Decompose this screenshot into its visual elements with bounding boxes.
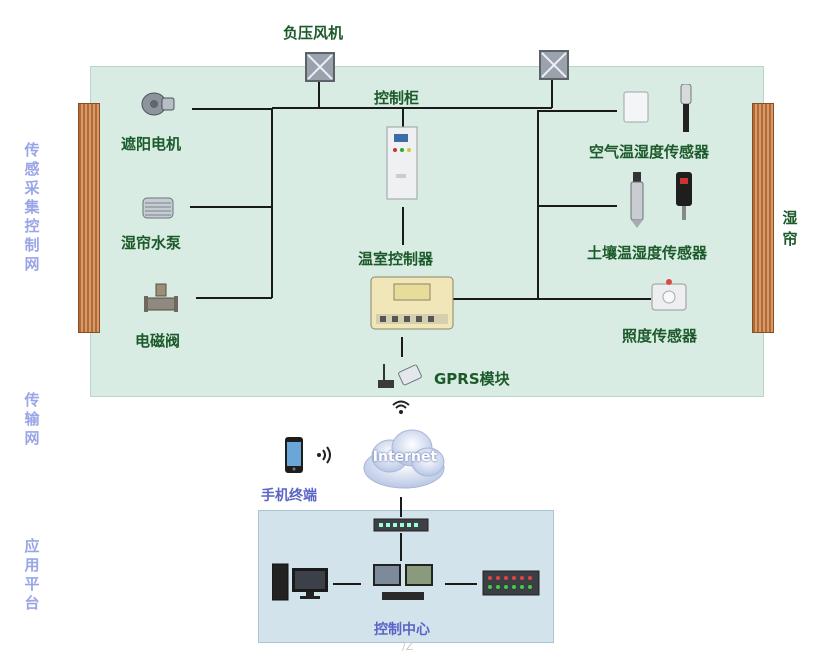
connector-fan-right xyxy=(551,80,553,108)
connector-cabinet-top xyxy=(402,107,404,127)
cabinet-label: 控制柜 xyxy=(374,89,420,107)
connector-light-sensor xyxy=(453,298,651,300)
greenhouse-controller-icon xyxy=(370,276,454,330)
watermark-text: /Z xyxy=(402,640,414,653)
connector-cabinet-controller xyxy=(402,207,404,245)
light-sensor-icon xyxy=(651,279,687,311)
solenoid-valve-icon xyxy=(144,283,178,312)
connector-internet-switch xyxy=(400,497,402,517)
connector-left-bus xyxy=(271,108,273,298)
control-center-label: 控制中心 xyxy=(374,622,430,638)
wet-curtain-right xyxy=(752,103,774,333)
connector-air-sensor xyxy=(537,110,617,112)
mobile-signal-icon xyxy=(317,446,331,464)
sunshade-motor-label: 遮阳电机 xyxy=(121,135,182,153)
wireless-signal-icon xyxy=(392,400,410,414)
connector-pump xyxy=(190,206,272,208)
connector-top-bus xyxy=(272,107,552,109)
layer-label-application: 应用平台 xyxy=(24,537,40,612)
internet-label: Internet xyxy=(372,449,438,465)
mobile-phone-icon xyxy=(285,437,303,473)
soil-sensor-label: 土壤温湿度传感器 xyxy=(587,244,708,262)
wet-curtain-label: 湿帘 xyxy=(782,209,798,248)
connector-valve xyxy=(196,297,272,299)
air-sensor-probe-icon xyxy=(680,84,692,132)
fan-icon-right xyxy=(539,50,569,80)
light-sensor-label: 照度传感器 xyxy=(622,327,698,345)
air-sensor-box-icon xyxy=(623,91,649,123)
sensing-control-panel xyxy=(90,66,764,397)
connector-motor xyxy=(192,108,272,110)
gprs-module-icon xyxy=(378,364,422,388)
control-cabinet-icon xyxy=(386,126,418,200)
wet-curtain-left xyxy=(78,103,100,333)
wet-curtain-pump-label: 湿帘水泵 xyxy=(121,234,182,252)
soil-sensor-meter-icon xyxy=(676,172,692,220)
layer-label-sensing: 传感采集控制网 xyxy=(24,141,40,273)
connector-panel xyxy=(445,583,477,585)
fan-icon-left xyxy=(305,52,335,82)
connector-pc xyxy=(333,583,361,585)
mobile-terminal-label: 手机终端 xyxy=(261,488,317,504)
greenhouse-controller-label: 温室控制器 xyxy=(358,250,434,268)
connector-fan-left xyxy=(318,82,320,108)
fan-label: 负压风机 xyxy=(283,24,344,42)
gprs-module-label: GPRS模块 xyxy=(434,370,510,388)
connector-controller-gprs xyxy=(401,337,403,357)
network-switch-icon xyxy=(373,518,429,532)
sunshade-motor-icon xyxy=(141,92,175,116)
connector-switch-center xyxy=(400,533,402,561)
control-panel-icon xyxy=(482,570,540,596)
control-center-monitors-icon xyxy=(373,564,433,600)
connector-soil-sensor xyxy=(537,205,617,207)
soil-sensor-probe-icon xyxy=(630,172,644,228)
layer-label-transport: 传输网 xyxy=(24,391,40,447)
air-sensor-label: 空气温湿度传感器 xyxy=(589,143,710,161)
pc-computer-icon xyxy=(272,563,328,601)
internet-cloud-icon xyxy=(363,429,445,489)
wet-curtain-pump-icon xyxy=(142,197,174,219)
solenoid-valve-label: 电磁阀 xyxy=(135,332,181,350)
